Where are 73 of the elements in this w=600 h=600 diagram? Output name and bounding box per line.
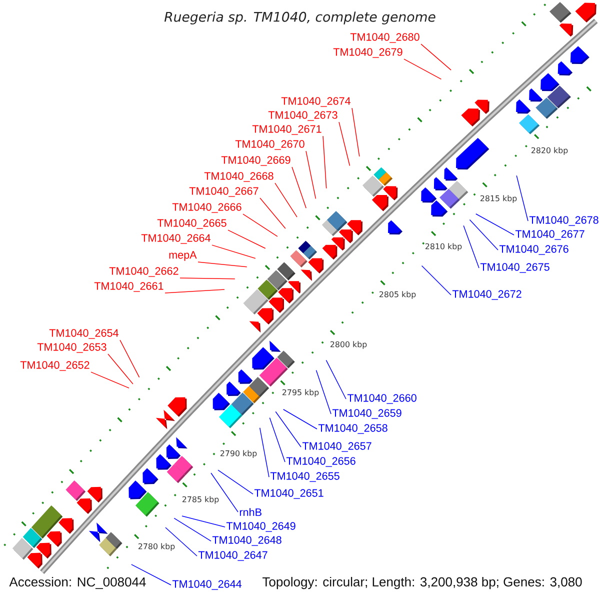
gene-label: TM1040_2662: [109, 267, 178, 277]
leader-line: [316, 370, 332, 414]
leader-line: [306, 150, 316, 200]
leader-line: [420, 44, 452, 70]
gene-label: TM1040_2666: [172, 203, 242, 213]
leader-line: [292, 166, 306, 208]
gene-label: rnhB: [240, 508, 262, 516]
title: Ruegeria sp. TM1040, complete genome: [164, 12, 436, 24]
gene-label: TM1040_2676: [499, 245, 568, 255]
leader-line: [476, 214, 514, 236]
leader-line: [326, 360, 346, 400]
gene-label: mepA: [169, 251, 197, 261]
leader-line: [421, 265, 452, 296]
leader-line: [274, 182, 298, 218]
gene-label: TM1040_2678: [529, 216, 598, 226]
leader-line: [165, 527, 198, 556]
gene-label: TM1040_2660: [347, 394, 416, 404]
gene-label: TM1040_2661: [94, 282, 164, 292]
leader-line: [198, 262, 248, 268]
leader-line: [269, 417, 286, 462]
gene-label: TM1040_2654: [49, 329, 118, 339]
leader-line: [164, 289, 225, 294]
leader-line: [210, 472, 238, 512]
leader-line: [283, 409, 318, 430]
leader-line: [120, 340, 140, 378]
leader-line: [352, 108, 360, 157]
leader-line: [338, 122, 350, 166]
leader-line: [242, 214, 278, 237]
leader-line: [218, 470, 254, 494]
gene-label: TM1040_2670: [235, 140, 304, 150]
gene-label: TM1040_2659: [332, 409, 402, 419]
gene-label: TM1040_2651: [254, 489, 324, 499]
gene-label: TM1040_2675: [480, 263, 550, 273]
gene-label: TM1040_2669: [221, 156, 290, 166]
genome-info-text: Topology: circular; Length: 3,200,938 bp; Genes: 3,080: [262, 576, 582, 590]
accession-text: Accession: NC_008044: [9, 577, 146, 590]
leader-line: [212, 244, 256, 259]
gene-label: TM1040_2653: [37, 343, 106, 353]
gene-label: TM1040_2647: [198, 551, 268, 561]
leader-line: [131, 564, 172, 586]
gene-label: TM1040_2673: [268, 111, 338, 121]
leader-line: [275, 411, 302, 448]
leader-line: [516, 175, 528, 222]
gene-label: TM1040_2657: [302, 442, 372, 452]
leader-line: [404, 58, 442, 80]
gene-label: TM1040_2671: [252, 125, 322, 135]
gene-label: TM1040_2679: [333, 48, 402, 58]
gene-label: TM1040_2656: [286, 457, 356, 467]
gene-label: TM1040_2665: [157, 219, 226, 229]
gene-label: TM1040_2649: [226, 522, 296, 532]
gene-label: TM1040_2672: [452, 290, 522, 300]
leader-line: [469, 219, 498, 250]
leader-line: [182, 516, 226, 528]
gene-label: TM1040_2658: [318, 424, 388, 434]
gene-label: TM1040_2680: [350, 33, 420, 43]
gene-label: TM1040_2652: [20, 361, 90, 371]
gene-label: TM1040_2644: [172, 580, 242, 590]
gene-label: TM1040_2655: [270, 472, 340, 482]
gene-label: TM1040_2667: [189, 187, 258, 197]
leader-line: [322, 136, 327, 189]
leader-line: [174, 518, 212, 542]
leader-line: [180, 278, 236, 280]
leader-line: [259, 427, 270, 478]
leader-line: [90, 372, 130, 388]
leader-line: [463, 225, 480, 268]
leader-line: [228, 230, 266, 249]
gene-label: TM1040_2668: [204, 172, 274, 182]
gene-label: TM1040_2677: [515, 230, 584, 240]
gene-label: TM1040_2664: [141, 234, 210, 244]
gene-label: TM1040_2674: [281, 97, 350, 107]
leader-line: [260, 198, 286, 229]
gene-label: TM1040_2648: [212, 536, 282, 546]
leader-line: [108, 354, 134, 384]
